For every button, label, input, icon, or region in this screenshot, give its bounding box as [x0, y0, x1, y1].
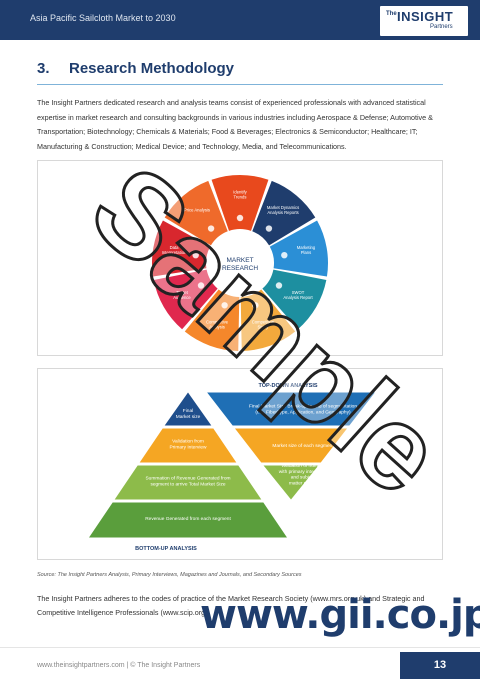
pyramid-right-label-line: matter expert	[289, 480, 318, 486]
section-heading: 3. Research Methodology	[37, 60, 234, 77]
segment-icon	[221, 302, 228, 309]
pyramid-right-label-line: and subject	[291, 475, 316, 481]
segment-icon	[265, 225, 273, 232]
wheel-segment	[269, 220, 328, 277]
wheel-segment-label-line: Competitive	[206, 319, 229, 324]
heading-divider	[37, 84, 443, 85]
pyramid-right-label-line: Final Market Size Break-up to end of seg…	[249, 404, 357, 410]
source-note: Source: The Insight Partners Analysis, P…	[37, 572, 302, 578]
wheel-center	[208, 231, 272, 295]
codes-paragraph: The Insight Partners adheres to the code…	[37, 594, 425, 617]
watermark-url: www.gii.co.jp	[200, 592, 480, 638]
wheel-segment-label-line: Competition	[252, 319, 275, 324]
wheel-segment-label-line: Price Analysis	[184, 208, 210, 213]
section-number: 3.	[37, 60, 50, 77]
pyramid-left-label-line: Validation from	[172, 439, 204, 445]
analysis-pyramid: TOP-DOWN ANALYSIS BOTTOM-UP ANALYSIS Final…	[89, 383, 375, 552]
pyramid-left-label-line: segment to arrive Total Market Size	[150, 481, 225, 487]
segment-icon	[236, 214, 244, 222]
segment-icon	[192, 251, 199, 259]
pyramid-left-label-line: Summation of Revenue Generated from	[145, 476, 230, 482]
pyramid-left-label-line: Final	[183, 408, 193, 414]
wheel-segment-label-line: Marketing	[297, 245, 316, 250]
wheel-segment	[152, 220, 211, 277]
wheel-segment-label: Price Analysis	[184, 208, 210, 213]
pyramid-left-label-line: Primary Interview	[169, 444, 207, 450]
pyramid-left-band	[139, 428, 237, 463]
pyramid-right-band	[263, 465, 319, 500]
wheel-segment-label-line: Plans	[301, 250, 311, 255]
pyramid-right-label-line: Market size of each segment	[272, 443, 334, 449]
section-title: Research Methodology	[69, 60, 235, 77]
logo-the: The	[386, 11, 397, 17]
wheel-segment-label-line: Market Dynamics	[267, 205, 299, 210]
wheel-segment-label-line: SWOT	[292, 290, 305, 295]
logo-main: INSIGHT	[397, 9, 454, 24]
top-down-label: TOP-DOWN ANALYSIS	[258, 383, 317, 389]
page-number: 13	[400, 652, 480, 679]
wheel-segment-label-line: Identify	[233, 190, 247, 195]
pyramid-right-band	[207, 392, 375, 426]
page-header: Asia Pacific Sailcloth Market to 2030 Th…	[0, 0, 480, 40]
pyramid-figure: TOP-DOWN ANALYSIS BOTTOM-UP ANALYSIS Final…	[37, 368, 443, 560]
wheel-segment-label-line: Study	[258, 324, 270, 329]
bottom-up-label: BOTTOM-UP ANALYSIS	[135, 546, 197, 552]
wheel-segment-label-line: Interpretation	[162, 250, 187, 255]
wheel-center-label-line: RESEARCH	[222, 265, 258, 272]
pyramid-left-label: Revenue Generated from each segment	[145, 516, 231, 522]
wheel-segment	[211, 175, 269, 231]
report-title: Asia Pacific Sailcloth Market to 2030	[30, 13, 176, 23]
pyramid-left-band	[164, 392, 212, 426]
logo-sub: Partners	[430, 24, 453, 30]
intro-paragraph: The Insight Partners dedicated research …	[37, 98, 433, 151]
insight-partners-logo: The INSIGHT Partners	[380, 6, 468, 36]
pyramid-right-band	[234, 428, 348, 463]
wheel-segment-label-line: Data	[170, 245, 180, 250]
wheel-center-label-line: MARKET	[226, 257, 253, 264]
pyramid-right-label: Final Market Size Break-up to end of seg…	[249, 404, 357, 416]
pyramid-left-band	[114, 465, 262, 500]
segment-icon	[281, 251, 288, 259]
footer-divider	[0, 647, 480, 648]
segment-icon	[197, 282, 205, 289]
segment-icon	[275, 282, 283, 289]
pyramid-right-label: Market size of each segment	[272, 443, 334, 449]
pyramid-left-label-line: Market size	[176, 414, 201, 420]
pyramid-right-label-line: (i.e., FiberType, Application, and Geogr…	[255, 409, 351, 415]
wheel-segment-label-line: Audience	[173, 295, 191, 300]
pyramid-right-label-line: with primary interviews	[279, 469, 328, 475]
wheel-segment-label-line: Analysis Report	[283, 295, 313, 300]
pyramid-left-band	[89, 502, 287, 538]
segment-icon	[207, 225, 215, 232]
wheel-segment-label-line: Target	[176, 290, 188, 295]
footer-text: www.theinsightpartners.com | © The Insig…	[37, 662, 201, 669]
wheel-segment-label-line: Analysis Reports	[267, 210, 298, 215]
wheel-segment-label-line: Trends	[234, 195, 247, 200]
wheel-segment-label-line: Analysis	[209, 324, 225, 329]
pyramid-left-label-line: Revenue Generated from each segment	[145, 516, 231, 522]
segment-icon	[252, 302, 259, 309]
pyramid-right-label-line: Validation of number	[281, 463, 325, 469]
